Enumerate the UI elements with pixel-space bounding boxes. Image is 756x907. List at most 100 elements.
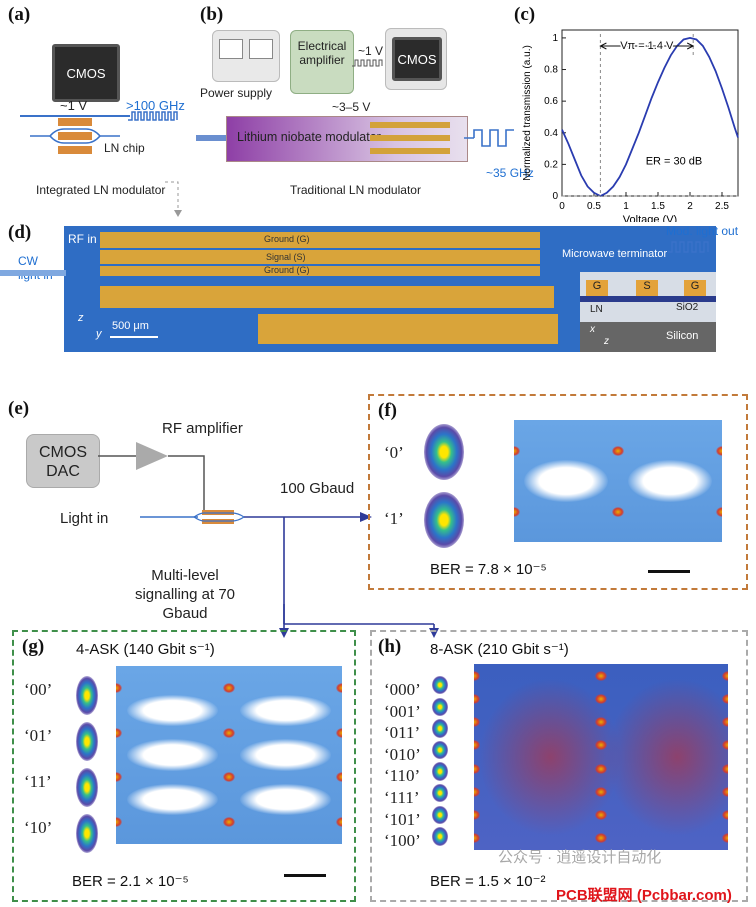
eye-diagram-f xyxy=(514,420,722,542)
inset-g2: G xyxy=(684,280,706,296)
x-axis-label: Voltage (V) xyxy=(623,214,677,222)
light-in-label: Light in xyxy=(60,510,109,527)
terminator-label: Microwave terminator xyxy=(562,248,668,260)
panel-f-label: (f) xyxy=(378,400,397,421)
fiber-in-b xyxy=(196,135,226,141)
eye-level-mark xyxy=(336,683,342,694)
electrodes-b-3 xyxy=(370,148,450,154)
cw-fiber xyxy=(0,270,66,276)
symbol-label: ‘01’ xyxy=(24,726,53,745)
symbol-histogram xyxy=(432,827,448,846)
eye-level-mark xyxy=(474,763,480,774)
caption-a: Integrated LN modulator xyxy=(36,183,166,197)
eye-level-mark xyxy=(595,833,607,844)
symbol-0: ‘0’ xyxy=(384,443,404,462)
eye-level-mark xyxy=(223,772,235,783)
eye-level-mark xyxy=(223,727,235,738)
electrical-amplifier: Electrical amplifier xyxy=(290,30,354,94)
electrodes-b xyxy=(370,122,450,128)
symbol-label: ‘100’ xyxy=(384,831,421,851)
symbol-histogram xyxy=(432,805,448,824)
eye-level-mark xyxy=(722,740,728,751)
eye-level-mark xyxy=(722,693,728,704)
signal-label: Signal (S) xyxy=(266,252,306,262)
symbol-histogram xyxy=(432,676,448,695)
eye-level-mark xyxy=(612,445,624,456)
y-tick-label: 0.8 xyxy=(544,65,558,76)
eye-diagram-g xyxy=(116,666,342,844)
eye-level-mark xyxy=(595,740,607,751)
inset-g1: G xyxy=(586,280,608,296)
symbol-histogram xyxy=(76,676,98,716)
symbol-label: ‘101’ xyxy=(384,809,421,829)
y-tick-label: 0.4 xyxy=(544,128,558,139)
title-h: 8-ASK (210 Gbit s⁻¹) xyxy=(430,641,569,658)
eye-level-mark xyxy=(116,772,122,783)
cmos-chip-b: CMOS xyxy=(392,37,442,81)
signal-electrode xyxy=(100,266,540,276)
eye-opening xyxy=(127,739,218,771)
signal-wave-b-small xyxy=(352,59,383,67)
inset-sio2: SiO2 xyxy=(676,302,699,313)
ground-electrode-2 xyxy=(100,250,540,264)
symbol-1: ‘1’ xyxy=(384,509,404,528)
title-g: 4-ASK (140 Gbit s⁻¹) xyxy=(76,641,215,658)
eye-opening xyxy=(524,459,608,503)
cmos-chip-a-label: CMOS xyxy=(66,65,106,81)
multilevel-text: Multi-level signalling at 70 Gbaud xyxy=(134,567,236,622)
mod-light-out: Mod. light out xyxy=(666,224,739,238)
scale-label-d: 500 μm xyxy=(112,320,149,332)
symbol-histogram xyxy=(76,722,98,762)
eye-level-mark xyxy=(474,833,480,844)
transmission-curve xyxy=(561,36,739,198)
vin-b: ~1 V xyxy=(358,44,384,58)
freq-b: ~35 GHz xyxy=(486,166,534,180)
eye-level-mark xyxy=(474,786,480,797)
ground-label-2: Ground (G) xyxy=(264,265,310,275)
dashed-arrow-a-to-d xyxy=(165,181,182,217)
ln-chip-diagram xyxy=(20,111,178,154)
light-path-e xyxy=(140,510,372,624)
ground-electrode-1 xyxy=(100,232,540,248)
eye-level-mark xyxy=(716,445,722,456)
panel-d-label: (d) xyxy=(8,222,32,243)
baud-label: 100 Gbaud xyxy=(280,480,355,497)
output-wave-b xyxy=(464,129,514,147)
panel-e-label: (e) xyxy=(8,398,30,419)
eye-level-mark xyxy=(595,670,607,681)
eye-level-mark xyxy=(722,670,728,681)
y-tick-label: 0.2 xyxy=(544,159,558,170)
panel-b-label: (b) xyxy=(200,4,224,25)
symbol-label: ‘00’ xyxy=(24,680,53,699)
freq-a: >100 GHz xyxy=(126,98,185,113)
eye-level-mark xyxy=(595,763,607,774)
x-tick-label: 2.5 xyxy=(715,201,729,212)
chip-micrograph: RF in Ground (G) Signal (S) Ground (G) M… xyxy=(64,226,716,352)
vpi-arrow-right xyxy=(686,42,695,50)
eye-level-mark xyxy=(116,727,122,738)
rf-amplifier-wiring xyxy=(98,442,205,514)
voltage-a: ~1 V xyxy=(60,98,88,113)
symbol-label: ‘000’ xyxy=(384,680,421,699)
cmos-chip-b-label: CMOS xyxy=(397,51,437,67)
panel-g-label: (g) xyxy=(22,636,45,657)
eye-level-mark xyxy=(722,810,728,821)
symbol-label: ‘010’ xyxy=(384,744,421,764)
histogram-1 xyxy=(424,492,464,548)
caption-b: Traditional LN modulator xyxy=(290,183,421,197)
eye-opening xyxy=(127,783,218,816)
symbol-label: ‘11’ xyxy=(24,772,52,791)
symbol-histogram xyxy=(432,697,448,716)
eye-level-mark xyxy=(722,763,728,774)
inset-silicon: Silicon xyxy=(666,330,699,342)
mod-out-wave xyxy=(668,241,709,253)
panel-g-frame xyxy=(12,630,356,902)
y-axis-label: Normalized transmission (a.u.) xyxy=(522,45,533,181)
eye-level-mark xyxy=(336,727,342,738)
amplifier-label: Electrical amplifier xyxy=(297,39,347,67)
eye-level-mark xyxy=(716,506,722,517)
multilevel-label: Multi-level signalling at 70 Gbaud xyxy=(120,566,250,623)
eye-level-mark xyxy=(223,683,235,694)
ber-g: BER = 2.1 × 10⁻⁵ xyxy=(72,873,189,890)
symbol-histogram xyxy=(432,740,448,760)
